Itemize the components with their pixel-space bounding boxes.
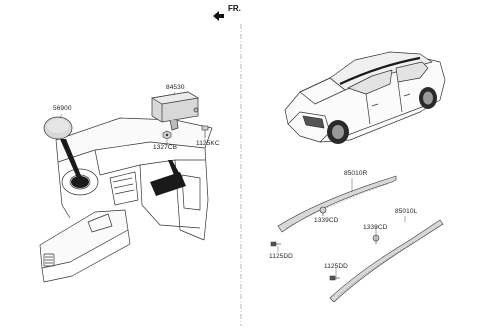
callout-curtain-right: 85010R (344, 170, 368, 177)
callout-bolt-1125kc: 1125KC (196, 140, 220, 147)
callout-bolt-right: 1125DD (269, 253, 293, 260)
callout-driver-airbag: 56900 (53, 105, 72, 112)
front-direction-label: FR. (228, 4, 241, 13)
bolt-1125dd-right (270, 241, 281, 247)
bolt-1125dd-left (329, 275, 340, 281)
callout-clip-left: 1339CD (363, 224, 388, 231)
front-direction-arrow-icon (213, 11, 224, 21)
car-wheels (327, 87, 437, 144)
callout-nut-1327cb: 1327CB (153, 144, 178, 151)
car-curtain-airbag-highlight (339, 56, 421, 85)
driver-airbag-module (43, 116, 82, 180)
callout-passenger-airbag: 84530 (166, 84, 185, 91)
callout-curtain-left: 85010L (395, 208, 418, 215)
leader-lines (59, 91, 406, 280)
clip-1339cd-right (319, 206, 327, 216)
callout-clip-right: 1339CD (314, 217, 339, 224)
passenger-airbag-module (151, 91, 199, 131)
curtain-airbag-left (329, 219, 444, 303)
bolt-1125kc (201, 125, 209, 138)
nut-1327cb (162, 130, 172, 140)
passenger-airbag-installed (150, 172, 186, 196)
callout-bolt-left: 1125DD (324, 263, 348, 270)
driver-airbag-installed (71, 176, 89, 188)
curtain-airbag-right (277, 175, 397, 233)
